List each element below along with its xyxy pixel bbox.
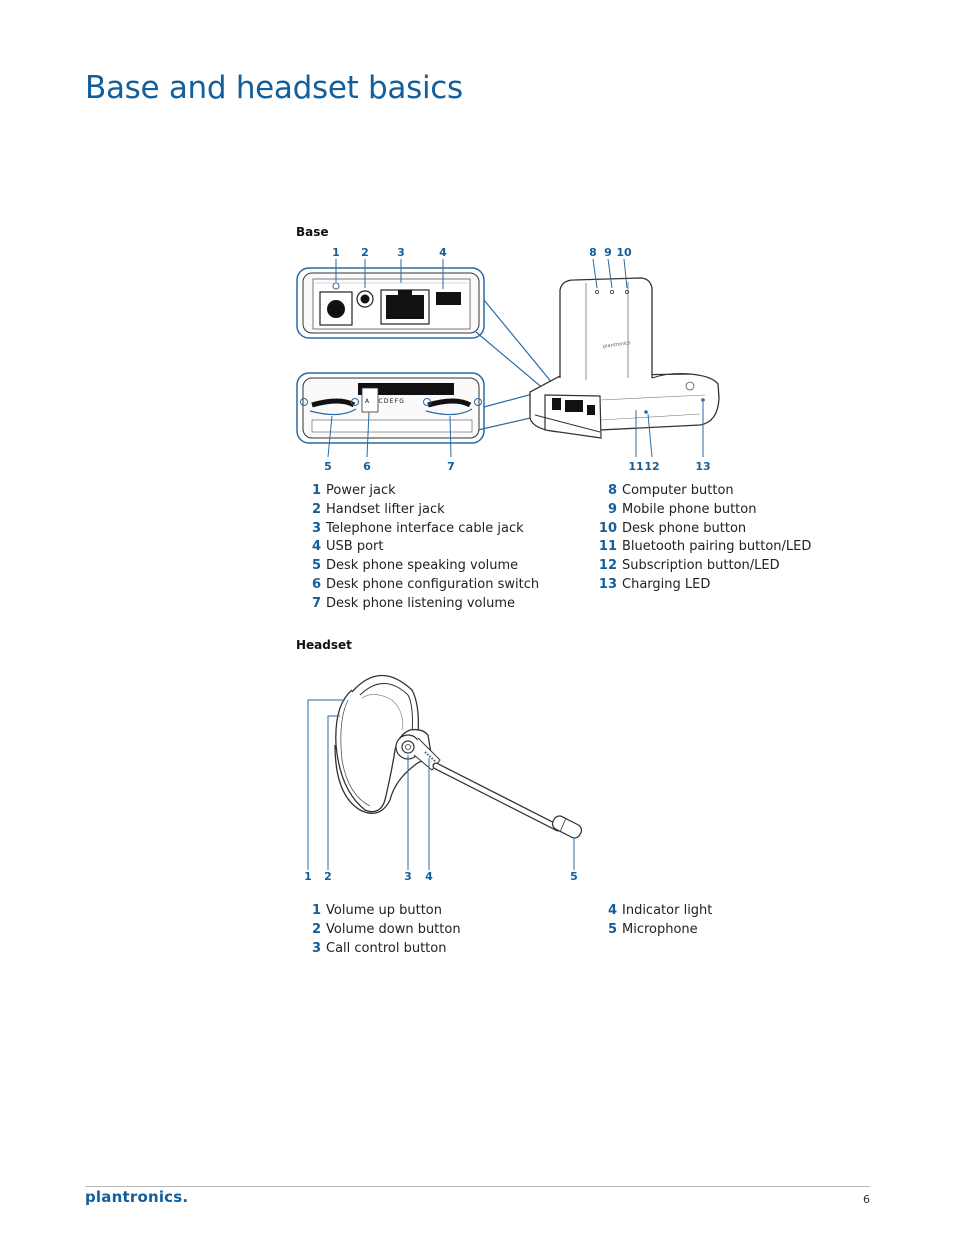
base-callout-9: 9: [604, 246, 612, 259]
headset-callout-2: 2: [324, 870, 332, 883]
legend-item: 4 USB port: [300, 538, 539, 557]
legend-num: 11: [598, 539, 617, 555]
legend-text: Telephone interface cable jack: [326, 520, 524, 536]
headset-legend-right: 4 Indicator light 5 Microphone: [596, 902, 712, 940]
legend-num: 4: [607, 903, 617, 918]
legend-num: 12: [598, 558, 617, 574]
base-callout-13: 13: [695, 460, 711, 473]
legend-num: 1: [311, 903, 321, 918]
legend-item: 2 Volume down button: [300, 921, 461, 940]
config-switch-letters: A CDEFG: [365, 398, 405, 405]
legend-text: Desk phone speaking volume: [326, 558, 519, 574]
legend-item: 7 Desk phone listening volume: [300, 595, 539, 614]
legend-num: 8: [607, 483, 617, 498]
base-callout-4: 4: [439, 246, 447, 259]
legend-item: 9 Mobile phone button: [596, 501, 811, 520]
legend-item: 1 Power jack: [300, 482, 539, 501]
headset-callout-3: 3: [404, 870, 412, 883]
switch-letter-c: C: [378, 398, 384, 405]
headset-section-label: Headset: [296, 638, 352, 652]
legend-num: 2: [311, 501, 321, 517]
switch-letter-g: G: [399, 398, 406, 405]
legend-text: Computer button: [622, 483, 734, 498]
base-legend-left: 1 Power jack 2 Handset lifter jack 3 Teleph…: [300, 482, 539, 614]
base-callout-8: 8: [589, 246, 597, 259]
switch-letter-e: E: [389, 398, 395, 405]
legend-num: 13: [598, 576, 617, 592]
legend-item: 8 Computer button: [596, 482, 811, 501]
base-callout-10: 10: [616, 246, 632, 259]
legend-num: 2: [311, 921, 321, 937]
headset-callout-4: 4: [425, 870, 433, 883]
legend-item: 5 Desk phone speaking volume: [300, 557, 539, 576]
legend-text: Desk phone listening volume: [326, 595, 515, 611]
legend-item: 10 Desk phone button: [596, 520, 811, 539]
legend-text: Power jack: [326, 483, 396, 498]
switch-letter-a: A: [365, 398, 371, 405]
legend-item: 1 Volume up button: [300, 902, 461, 921]
base-section-label: Base: [296, 225, 329, 239]
legend-text: Volume up button: [326, 903, 442, 918]
switch-letter-d: D: [383, 398, 390, 405]
legend-item: 4 Indicator light: [596, 902, 712, 921]
base-callout-6: 6: [363, 460, 371, 473]
page-title: Base and headset basics: [85, 70, 463, 106]
legend-item: 11 Bluetooth pairing button/LED: [596, 538, 811, 557]
headset-callout-1: 1: [304, 870, 312, 883]
legend-text: Subscription button/LED: [622, 558, 780, 574]
legend-text: Desk phone button: [622, 520, 747, 536]
legend-item: 5 Microphone: [596, 921, 712, 940]
legend-item: 12 Subscription button/LED: [596, 557, 811, 576]
legend-num: 1: [311, 483, 321, 498]
headset-callout-5: 5: [570, 870, 578, 883]
legend-text: Desk phone configuration switch: [326, 576, 540, 592]
footer-divider: [85, 1186, 870, 1187]
device-brand-label: plantronics: [602, 340, 631, 350]
legend-text: Bluetooth pairing button/LED: [622, 539, 812, 555]
legend-item: 6 Desk phone configuration switch: [300, 576, 539, 595]
base-callout-1: 1: [332, 246, 340, 259]
legend-num: 3: [311, 520, 321, 536]
switch-letter-f: F: [394, 398, 400, 405]
legend-num: 5: [607, 921, 617, 937]
legend-text: USB port: [326, 539, 384, 555]
base-device-drawing: [529, 277, 720, 439]
legend-num: 6: [311, 576, 321, 592]
legend-num: 7: [311, 595, 321, 611]
legend-item: 3 Telephone interface cable jack: [300, 520, 539, 539]
legend-num: 5: [311, 558, 321, 574]
base-callout-5: 5: [324, 460, 332, 473]
base-callout-3: 3: [397, 246, 405, 259]
legend-num: 4: [311, 539, 321, 555]
base-front-panel-inset: [296, 372, 485, 444]
legend-item: 3 Call control button: [300, 940, 461, 959]
legend-item: 2 Handset lifter jack: [300, 501, 539, 520]
base-callout-11: 11: [628, 460, 644, 473]
legend-num: 3: [311, 940, 321, 956]
legend-text: Indicator light: [622, 903, 713, 918]
legend-text: Handset lifter jack: [326, 501, 445, 517]
base-callout-12: 12: [644, 460, 660, 473]
legend-num: 9: [607, 501, 617, 517]
headset-drawing: [334, 674, 583, 839]
legend-text: Microphone: [622, 921, 698, 937]
base-callout-7: 7: [447, 460, 455, 473]
page-number: 6: [863, 1193, 870, 1206]
legend-text: Mobile phone button: [622, 501, 757, 517]
base-legend-right: 8 Computer button 9 Mobile phone button 10…: [596, 482, 811, 595]
legend-text: Charging LED: [622, 576, 711, 592]
legend-item: 13 Charging LED: [596, 576, 811, 595]
legend-text: Call control button: [326, 940, 447, 956]
legend-num: 10: [598, 520, 617, 536]
plantronics-logo: plantronics.: [85, 1188, 189, 1206]
base-rear-panel-inset: [296, 267, 485, 339]
legend-text: Volume down button: [326, 921, 461, 937]
base-callout-2: 2: [361, 246, 369, 259]
